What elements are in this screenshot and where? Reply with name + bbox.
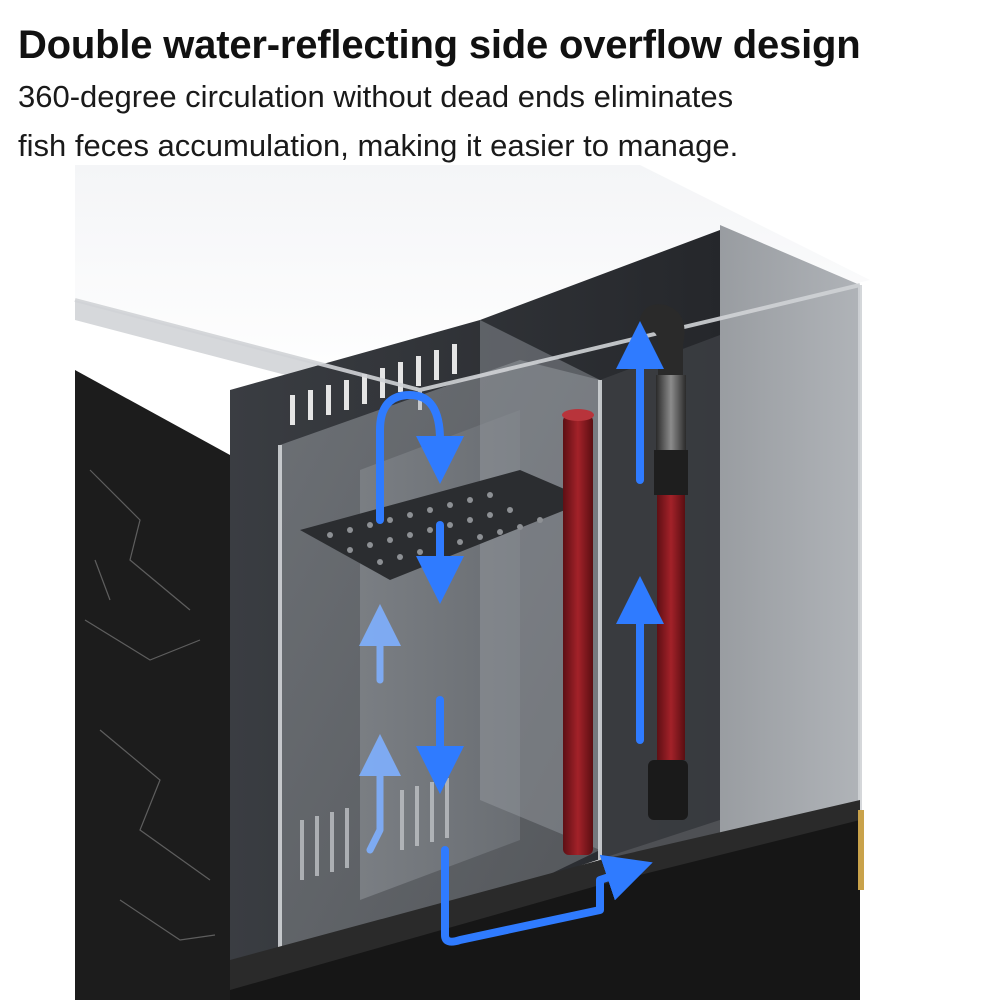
subline-1: 360-degree circulation without dead ends…	[18, 79, 734, 114]
pump-base	[648, 760, 688, 820]
cabinet-marble-top	[230, 800, 860, 990]
tank-top-glass	[75, 165, 870, 390]
flow-arrows	[376, 321, 664, 946]
flow-arrow	[441, 846, 653, 946]
gold-trim	[858, 810, 864, 890]
headline: Double water-reflecting side overflow de…	[18, 23, 861, 67]
flow-arrows-light	[359, 604, 401, 854]
return-pipe	[657, 495, 685, 760]
right-glass-panel	[720, 225, 860, 845]
flow-arrow	[359, 734, 401, 854]
subline-2: fish feces accumulation, making it easie…	[18, 128, 739, 163]
marble-veins	[84, 469, 216, 941]
water-pump	[656, 375, 686, 450]
overflow-comb	[290, 344, 457, 425]
glass-frame	[74, 283, 862, 970]
red-pipe	[563, 415, 593, 855]
tray-holes	[327, 492, 543, 565]
bottom-comb	[300, 778, 449, 880]
flow-arrow	[376, 391, 464, 524]
pump-body	[654, 450, 688, 495]
marble-cabinet-left	[75, 370, 230, 1000]
perforated-filter-tray	[300, 470, 590, 580]
